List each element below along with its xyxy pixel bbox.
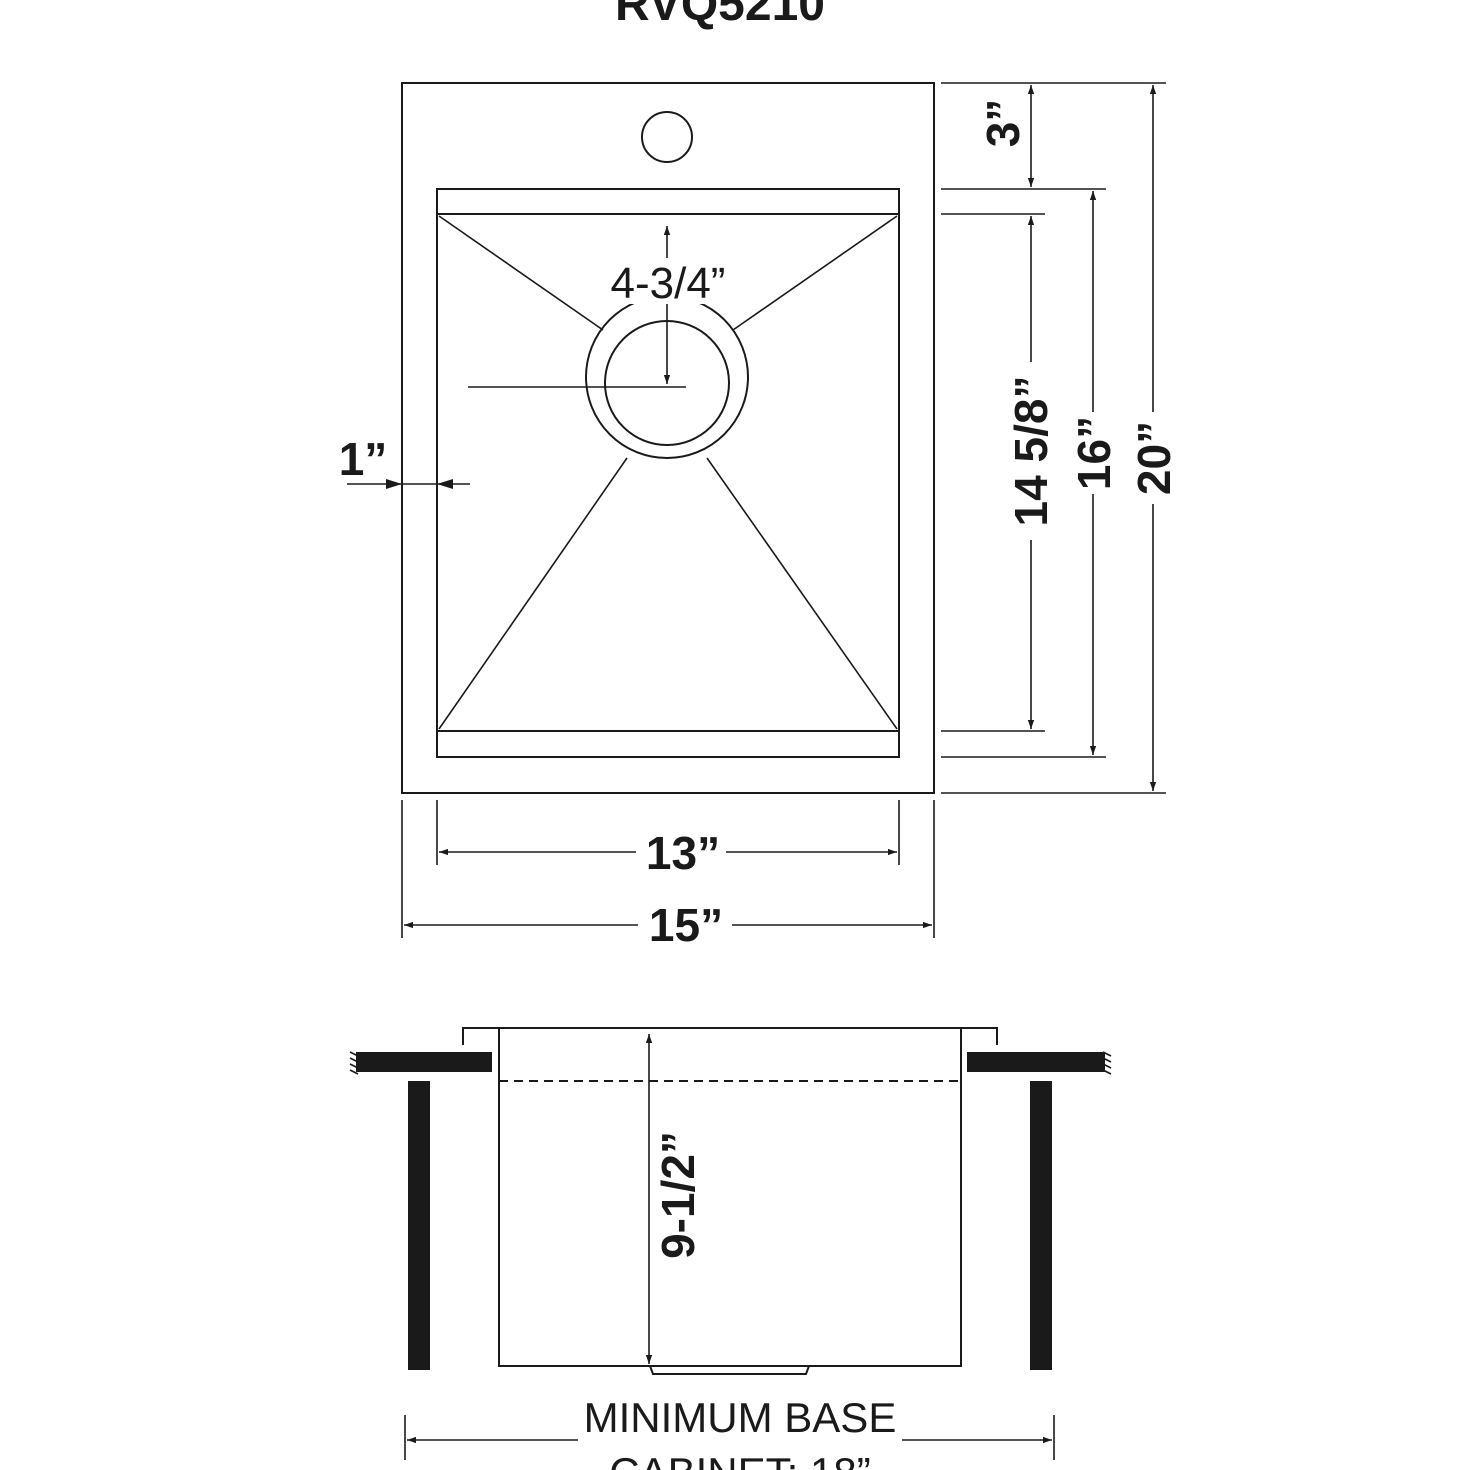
bowl-length-label: 16” [1068,416,1120,490]
deck-depth-label: 3” [977,99,1029,148]
sink-bowl-side [498,1027,962,1367]
slope-line-tr [732,215,898,331]
cabinet-label-line2: CABINET: 18” [609,1449,870,1470]
countertop-break-left [349,1051,359,1075]
side-rim-label: 1” [339,433,388,485]
drain-offset-label: 4-3/4” [611,259,726,308]
sink-outer-deck [401,82,935,794]
overall-width-label: 15” [649,899,723,951]
slope-line-br [706,457,898,730]
top-view: 4-3/4” 1” 3” 14 5/8” 16” 20” [339,82,1180,951]
drain-tailpiece [649,1365,810,1375]
countertop-break-right [1102,1051,1112,1075]
bowl-inner-length-label: 14 5/8” [1005,376,1057,527]
side-view: 9-1/2” MINIMUM BASE CABINET: 18” [349,1027,1112,1470]
countertop-left [356,1052,492,1072]
cabinet-wall-right [1030,1081,1052,1370]
cabinet-wall-left [408,1081,430,1370]
faucet-hole [641,111,693,163]
countertop-right [967,1052,1105,1072]
slope-line-tl [438,215,604,331]
overall-length-label: 20” [1128,421,1180,495]
cabinet-label-line1: MINIMUM BASE [584,1394,897,1441]
bowl-width-label: 13” [646,827,720,879]
bowl-depth-label: 9-1/2” [652,1131,704,1259]
sink-flange [462,1027,998,1045]
model-title: RVQ5210 [615,0,825,31]
bowl-outline [436,188,900,758]
slope-line-bl [438,457,628,730]
